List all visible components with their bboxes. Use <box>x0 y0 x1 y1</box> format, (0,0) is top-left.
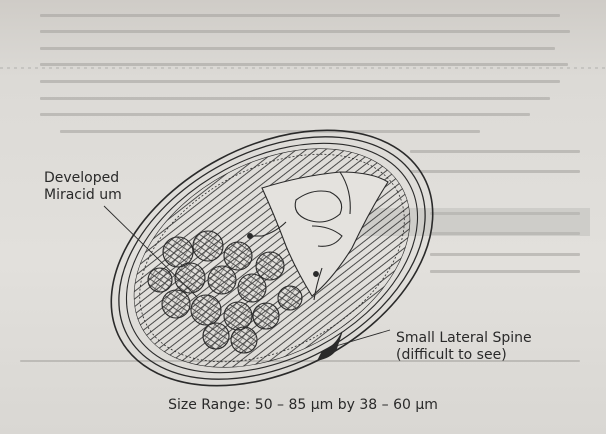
label-spine-line2: (difficult to see) <box>396 347 532 364</box>
label-spine-line1: Small Lateral Spine <box>396 330 532 347</box>
label-developed-miracidium: Developed Miracid um <box>44 170 122 204</box>
label-miracidium-line2: Miracid um <box>44 187 122 204</box>
label-miracidium-line1: Developed <box>44 170 122 187</box>
label-small-lateral-spine: Small Lateral Spine (difficult to see) <box>396 330 532 364</box>
size-range-caption: Size Range: 50 – 85 µm by 38 – 60 µm <box>0 396 606 414</box>
